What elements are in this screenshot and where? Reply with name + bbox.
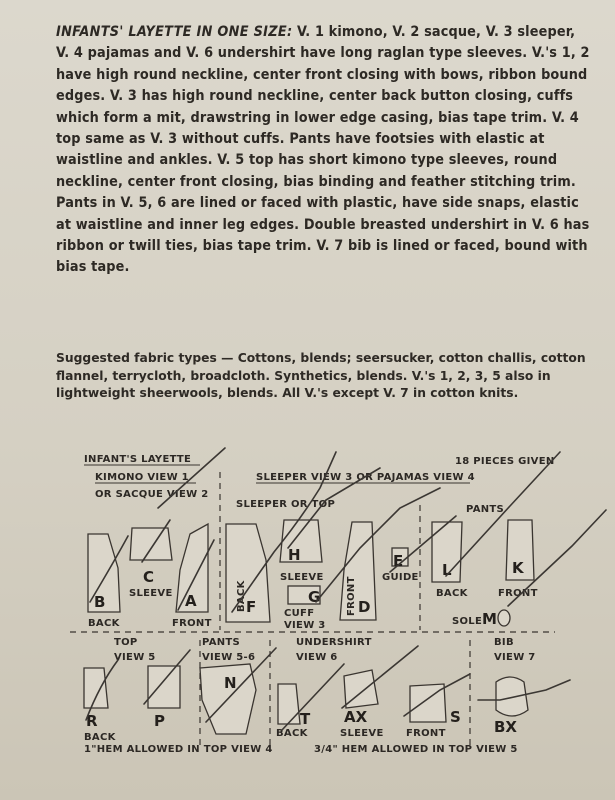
piece-p-letter: P <box>154 712 165 730</box>
piece-g-letter: G <box>308 588 320 606</box>
label-sleeper-top: SLEEPER OR TOP <box>236 499 335 510</box>
piece-e-letter: E <box>393 552 403 570</box>
piece-a-letter: A <box>185 592 197 610</box>
description-body: V. 1 kimono, V. 2 sacque, V. 3 sleeper, … <box>56 24 590 276</box>
pen-marks <box>85 447 607 731</box>
label-sole: SOLE <box>452 616 482 627</box>
piece-bx <box>495 676 529 717</box>
label-back-l: BACK <box>436 588 469 599</box>
piece-s <box>409 683 447 723</box>
label-view3: VIEW 3 <box>284 620 326 631</box>
piece-n-letter: N <box>224 674 237 692</box>
header-pieces-given: 18 PIECES GIVEN <box>455 456 555 467</box>
label-back-b: BACK <box>88 618 121 629</box>
piece-c <box>129 527 173 561</box>
label-sleeve-c: SLEEVE <box>129 588 173 599</box>
label-undershirt: UNDERSHIRT <box>296 637 372 648</box>
piece-l-letter: L <box>442 561 452 579</box>
piece-p <box>147 665 181 709</box>
piece-bx-letter: BX <box>494 718 517 736</box>
label-top: TOP <box>114 637 138 648</box>
piece-b-letter: B <box>94 593 105 611</box>
label-front-d: FRONT <box>346 576 357 616</box>
piece-m-letter: M <box>482 610 497 628</box>
footer-hem-top-view5: 3/4" HEM ALLOWED IN TOP VIEW 5 <box>314 744 518 755</box>
label-sleeve-h: SLEEVE <box>280 572 324 583</box>
piece-r-letter: R <box>86 712 98 730</box>
footer-hem-top-view4: 1"HEM ALLOWED IN TOP VIEW 4 <box>84 744 273 755</box>
header-sacque: OR SACQUE VIEW 2 <box>95 489 208 500</box>
piece-t <box>277 683 301 725</box>
piece-d-letter: D <box>358 598 370 616</box>
label-view56: VIEW 5-6 <box>202 652 255 663</box>
label-front-a: FRONT <box>172 618 212 629</box>
fabric-suggestions: Suggested fabric types — Cottons, blends… <box>56 351 586 400</box>
label-back-t: BACK <box>276 728 309 739</box>
label-front-s: FRONT <box>406 728 446 739</box>
label-bib: BIB <box>494 637 514 648</box>
label-guide: GUIDE <box>382 572 419 583</box>
label-sleeve-ax: SLEEVE <box>340 728 384 739</box>
piece-m <box>497 609 511 627</box>
piece-d <box>339 521 377 621</box>
piece-h-letter: H <box>288 546 301 564</box>
piece-g <box>287 585 321 605</box>
piece-a <box>175 522 209 613</box>
description-lead: INFANTS' LAYETTE IN ONE SIZE: <box>56 24 293 40</box>
piece-c-letter: C <box>143 568 154 586</box>
label-pants: PANTS <box>202 637 240 648</box>
label-back-f: BACK <box>236 579 247 612</box>
label-pants-top: PANTS <box>466 504 504 515</box>
label-view6: VIEW 6 <box>296 652 338 663</box>
piece-f-letter: F <box>246 598 256 616</box>
label-view5: VIEW 5 <box>114 652 156 663</box>
label-view7: VIEW 7 <box>494 652 536 663</box>
piece-k <box>505 519 535 581</box>
piece-r <box>83 667 109 709</box>
header-layette: INFANT'S LAYETTE <box>84 454 191 465</box>
piece-ax-letter: AX <box>344 708 368 726</box>
header-kimono: KIMONO VIEW 1 <box>95 472 189 483</box>
piece-f <box>225 523 271 623</box>
piece-t-letter: T <box>300 710 311 728</box>
piece-s-letter: S <box>450 708 461 726</box>
piece-k-letter: K <box>512 559 525 577</box>
label-cuff: CUFF <box>284 608 314 619</box>
label-front-k: FRONT <box>498 588 538 599</box>
label-back-r: BACK <box>84 732 117 743</box>
description-text: INFANTS' LAYETTE IN ONE SIZE: V. 1 kimon… <box>56 22 592 279</box>
piece-h <box>279 519 323 563</box>
